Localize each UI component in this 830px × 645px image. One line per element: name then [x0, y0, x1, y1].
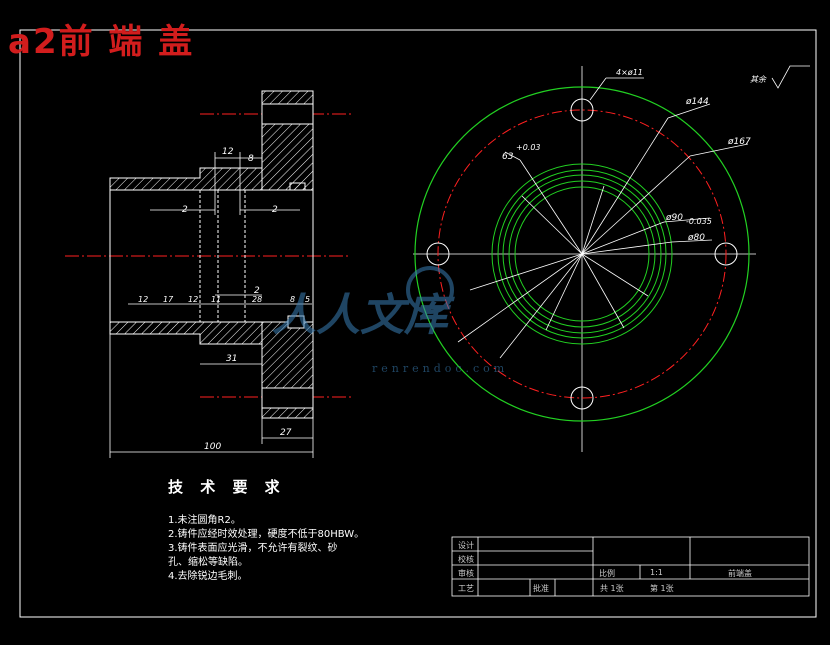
- tech-requirement-item: 4.去除锐边毛刺。: [168, 571, 248, 582]
- tech-requirement-item: 2.铸件应经时效处理，硬度不低于80HBW。: [168, 529, 365, 540]
- roughness-label: 其余: [750, 75, 767, 84]
- side-dimensions: [109, 152, 314, 458]
- tech-requirement-item: 孔、缩松等缺陷。: [168, 557, 248, 568]
- tb-drawing-name: 前端盖: [728, 569, 752, 578]
- outer-circle: [414, 86, 750, 422]
- hub-bottom-wall: [109, 321, 263, 345]
- groove-bottom: [287, 315, 305, 329]
- drawing-frame: [19, 29, 817, 618]
- dim-12b: 12: [188, 295, 198, 304]
- dim-11: 11: [211, 295, 221, 304]
- dim-2-mid: 2: [254, 286, 260, 296]
- tech-requirements-heading: 技 术 要 求: [168, 478, 286, 496]
- dim-5: 5: [305, 295, 310, 304]
- bolt-hole-w: [426, 242, 450, 266]
- hub-ring-4: [508, 180, 656, 328]
- tb-scale-label: 比例: [599, 569, 615, 578]
- dim-2-left: 2: [182, 205, 188, 215]
- dim-28: 28: [252, 295, 262, 304]
- hub-top-wall: [109, 167, 306, 191]
- bolt-hole-n: [570, 98, 594, 122]
- bolt-hole-bottom: [261, 387, 314, 409]
- watermark-url: renrendoc.com: [372, 362, 508, 375]
- dim-8b: 8: [290, 295, 295, 304]
- drawing-title: a2前 端 盖: [8, 22, 195, 62]
- dim-27: 27: [280, 428, 292, 438]
- tech-requirement-item: 3.铸件表面应光滑，不允许有裂纹、砂: [168, 543, 338, 554]
- tb-design: 设计: [458, 541, 474, 550]
- dim-4-holes: 4×ø11: [616, 68, 643, 77]
- tb-review: 审核: [458, 569, 474, 578]
- dim-8-top: 8: [248, 154, 254, 164]
- dim-d167: ø167: [727, 137, 751, 147]
- tb-craft: 工艺: [458, 584, 474, 593]
- hub-ring-5: [514, 186, 650, 322]
- title-block: [451, 536, 810, 597]
- roughness-symbol: [771, 65, 810, 89]
- hub-ring-3: [502, 174, 662, 334]
- tech-requirement-item: 1.未注圆角R2。: [168, 515, 241, 526]
- dim-d144: ø144: [685, 97, 709, 107]
- tech-requirements-list: 1.未注圆角R2。 2.铸件应经时效处理，硬度不低于80HBW。 3.铸件表面应…: [168, 514, 364, 584]
- dim-12a: 12: [138, 295, 148, 304]
- hub-ring-1: [491, 163, 673, 345]
- watermark: 人人文库 renrendoc.com: [272, 266, 508, 375]
- dim-2-right: 2: [272, 205, 278, 215]
- hub-ring-2: [497, 169, 667, 339]
- dim-31: 31: [226, 354, 237, 364]
- section-view: [65, 90, 352, 458]
- dim-100: 100: [204, 442, 221, 452]
- dim-17: 17: [163, 295, 174, 304]
- bolt-hole-top: [261, 103, 314, 125]
- dim-d80: ø80: [687, 233, 705, 243]
- tb-sheet-index: 第 1张: [650, 584, 674, 593]
- bolt-circle: [437, 109, 727, 399]
- dim-12-top: 12: [222, 147, 234, 157]
- tb-sheet-total: 共 1张: [600, 584, 624, 593]
- tb-check: 校核: [458, 555, 474, 564]
- bolt-hole-e: [714, 242, 738, 266]
- bolt-hole-s: [570, 386, 594, 410]
- tb-approve: 批准: [533, 584, 549, 593]
- dim-63: 63: [502, 152, 514, 162]
- dim-d90: ø90: [665, 213, 683, 223]
- front-view: [413, 66, 756, 452]
- dim-63-tol: +0.03: [516, 143, 541, 152]
- tb-scale-value: 1:1: [650, 568, 663, 577]
- dim-d90-tol: -0.035: [686, 217, 712, 226]
- watermark-text: 人人文库: [272, 290, 455, 341]
